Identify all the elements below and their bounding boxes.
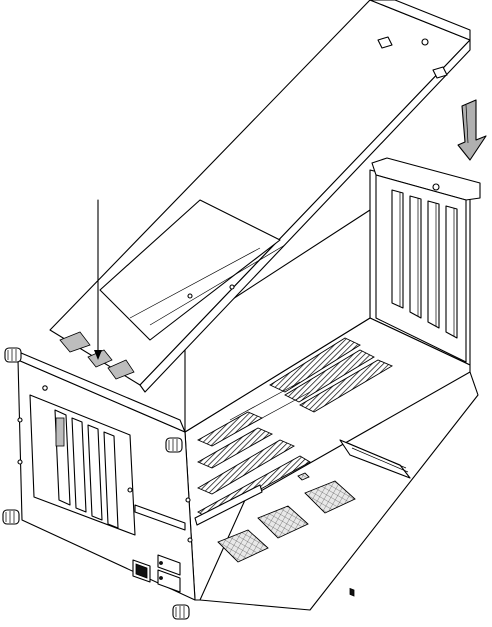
insertion-direction-arrow	[458, 100, 486, 160]
thumbscrew-rear-top	[166, 438, 182, 452]
thumbscrew-rear-bottom	[173, 605, 189, 619]
thumbscrew-front-bottom	[3, 510, 19, 524]
chassis-front-panel	[14, 350, 195, 600]
thumbscrew-front-top	[5, 348, 21, 362]
